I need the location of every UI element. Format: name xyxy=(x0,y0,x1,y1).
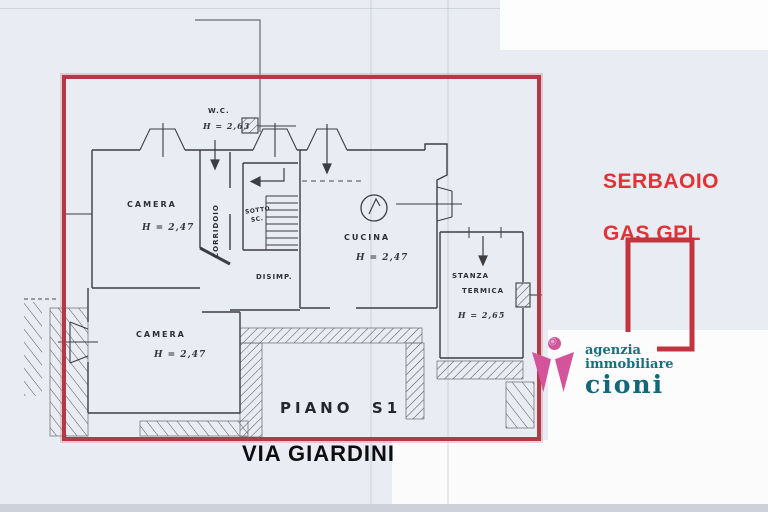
scan-artifact-lines xyxy=(195,19,261,132)
earth-hatching xyxy=(24,302,535,438)
paper-fold-line xyxy=(447,0,449,505)
logo-text-line3: cioni xyxy=(585,370,665,399)
logo-mark-dot-icon xyxy=(548,337,561,350)
window-symbols xyxy=(58,117,542,364)
flue-symbol xyxy=(360,194,388,222)
street-label: VIA GIARDINI xyxy=(242,441,395,466)
room-height-cucina: H = 2,47 xyxy=(356,253,409,263)
room-height-camera-bottom: H = 2,47 xyxy=(154,350,207,360)
room-label-stanza-termica-1: STANZA xyxy=(452,272,490,280)
logo-text-line2: immobiliare xyxy=(585,357,674,372)
logo-text-line1: agenzia xyxy=(585,343,641,358)
dashed-lines xyxy=(24,180,362,300)
logo-mark-left-icon xyxy=(532,352,551,392)
staircase-steps xyxy=(265,195,298,250)
room-label-corridoio: CORRIDOIO xyxy=(212,204,220,258)
room-height-wc: H = 2,63 xyxy=(203,121,251,131)
gas-tank-annotation: SERBAOIO GAS GPL xyxy=(603,169,719,247)
gas-tank-annotation-line2: GAS GPL xyxy=(603,222,702,245)
scan-bottom-edge xyxy=(0,504,768,512)
room-height-camera-top: H = 2,47 xyxy=(142,223,195,233)
paper-top-edge-shadow xyxy=(0,8,500,9)
room-label-stanza-termica-2: TERMICA xyxy=(462,287,505,295)
agency-logo: agenzia immobiliare cioni xyxy=(530,334,710,404)
paper-white-patch-top-right xyxy=(500,0,768,50)
floor-label: PIANO S1 xyxy=(280,399,402,417)
room-label-cucina: CUCINA xyxy=(344,233,391,242)
red-plan-frame xyxy=(62,75,541,441)
logo-mark-right-icon xyxy=(555,352,574,392)
paper-fold-line xyxy=(370,0,372,505)
room-label-camera-bottom: CAMERA xyxy=(136,330,186,339)
gas-tank-annotation-line1: SERBAOIO xyxy=(603,170,720,193)
room-label-wc: W.C. xyxy=(208,107,230,115)
room-label-camera-top: CAMERA xyxy=(127,200,177,209)
paper-white-patch-bottom-right xyxy=(392,440,768,504)
room-height-stanza-termica: H = 2,65 xyxy=(458,310,506,320)
plan-walls xyxy=(64,143,524,414)
room-label-disimpegno: DISIMP. xyxy=(256,273,293,281)
direction-arrows xyxy=(210,124,488,267)
